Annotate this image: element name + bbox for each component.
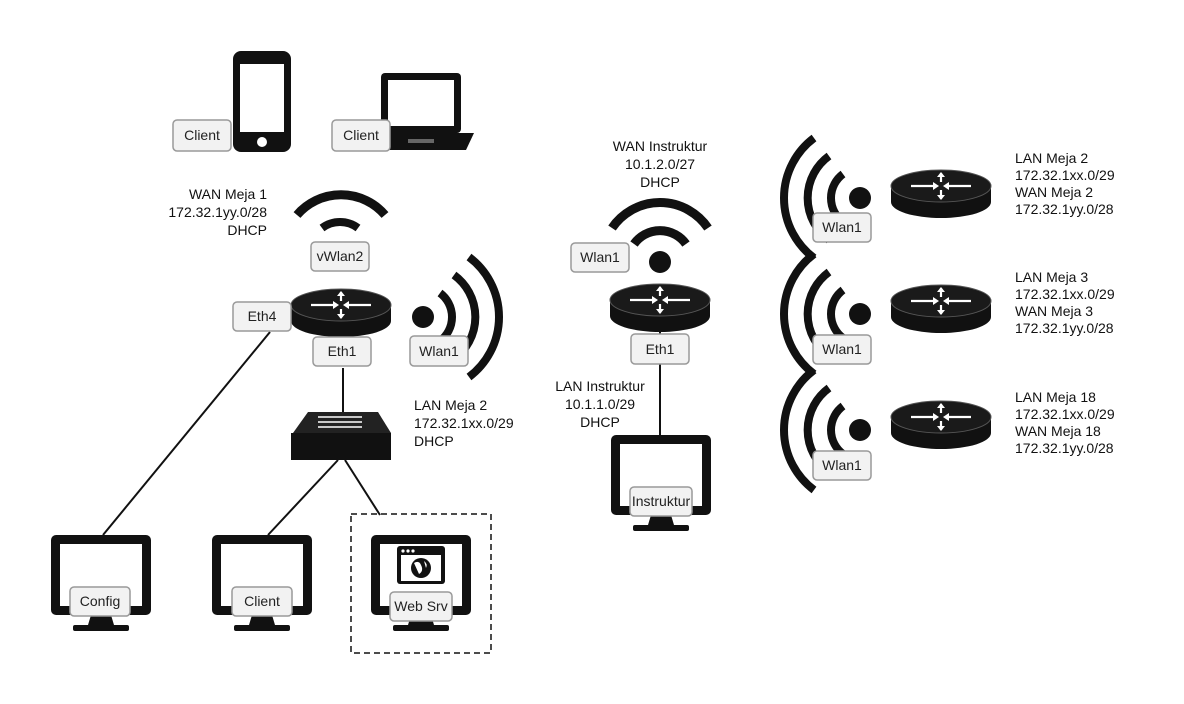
wifi-icon: [293, 190, 389, 232]
instr-eth1-tag: Eth1: [630, 333, 690, 365]
meja-text-line: 172.32.1yy.0/28: [1015, 201, 1114, 217]
config-pc-tag: Config: [69, 586, 131, 617]
meja-wlan1-tag: Wlan1: [812, 212, 872, 243]
instr-pc-label: Instruktur: [632, 493, 691, 509]
instr-wlan1-label: Wlan1: [580, 249, 620, 265]
wan-instruktur-text: WAN Instruktur 10.1.2.0/27 DHCP: [613, 138, 708, 190]
eth1-tag: Eth1: [312, 336, 372, 367]
wan-instruktur-line2: 10.1.2.0/27: [625, 156, 695, 172]
wlan1-tag: Wlan1: [409, 335, 469, 367]
lan-instruktur-line2: 10.1.1.0/29: [565, 396, 635, 412]
lan-meja2-line1: LAN Meja 2: [414, 397, 487, 413]
lan-instruktur-line3: DHCP: [580, 414, 620, 430]
wan-instruktur-line3: DHCP: [640, 174, 680, 190]
config-pc-label: Config: [80, 593, 120, 609]
phone-client-tag: Client: [172, 119, 232, 152]
eth1-label: Eth1: [328, 343, 357, 359]
laptop-client-label: Client: [343, 127, 379, 143]
meja-wlan1-tag: Wlan1: [812, 334, 872, 365]
lan-meja2-line2: 172.32.1xx.0/29: [414, 415, 514, 431]
router-icon: [889, 168, 993, 220]
meja-row-3: Wlan1 LAN Meja 18 172.32.1xx.0/29 WAN Me…: [784, 370, 1115, 490]
meja-text-line: 172.32.1yy.0/28: [1015, 440, 1114, 456]
meja-text-line: LAN Meja 3: [1015, 269, 1088, 285]
meja-text-line: WAN Meja 2: [1015, 184, 1093, 200]
meja-row-2: Wlan1 LAN Meja 3 172.32.1xx.0/29 WAN Mej…: [784, 254, 1115, 374]
globe-icon: [397, 546, 445, 584]
meja-text-line: LAN Meja 18: [1015, 389, 1096, 405]
lan-instruktur-line1: LAN Instruktur: [555, 378, 645, 394]
link-switch-client: [267, 459, 339, 536]
phone-icon: [233, 51, 291, 152]
router-icon: [608, 282, 712, 334]
websrv-pc-label: Web Srv: [394, 598, 447, 614]
router-icon: [289, 287, 393, 339]
eth4-tag: Eth4: [232, 301, 292, 332]
meja-wlan1-label: Wlan1: [822, 457, 862, 473]
wan-meja1-line2: 172.32.1yy.0/28: [168, 204, 267, 220]
meja-text-line: WAN Meja 3: [1015, 303, 1093, 319]
vwlan2-label: vWlan2: [317, 248, 364, 264]
websrv-dashed-box: [350, 513, 492, 654]
meja-text-line: 172.32.1yy.0/28: [1015, 320, 1114, 336]
instr-eth1-label: Eth1: [646, 341, 675, 357]
link-eth4-config: [102, 331, 271, 536]
wan-instruktur-line1: WAN Instruktur: [613, 138, 708, 154]
instr-pc-tag: Instruktur: [629, 486, 693, 517]
meja-text-line: 172.32.1xx.0/29: [1015, 286, 1115, 302]
lan-instruktur-text: LAN Instruktur 10.1.1.0/29 DHCP: [555, 378, 645, 430]
meja-wlan1-tag: Wlan1: [812, 450, 872, 481]
lan-meja2-text: LAN Meja 2 172.32.1xx.0/29 DHCP: [414, 397, 514, 449]
websrv-pc-tag: Web Srv: [389, 591, 453, 622]
wlan1-label: Wlan1: [419, 343, 459, 359]
wan-meja1-text: WAN Meja 1 172.32.1yy.0/28 DHCP: [168, 186, 267, 238]
router-icon: [889, 283, 993, 335]
meja-text-line: WAN Meja 18: [1015, 423, 1101, 439]
vwlan2-tag: vWlan2: [310, 241, 370, 272]
laptop-client-tag: Client: [331, 119, 391, 152]
meja-text-line: 172.32.1xx.0/29: [1015, 167, 1115, 183]
wan-meja1-line1: WAN Meja 1: [189, 186, 267, 202]
meja-wlan1-label: Wlan1: [822, 341, 862, 357]
meja-wlan1-label: Wlan1: [822, 219, 862, 235]
client-pc-label: Client: [244, 593, 280, 609]
switch-icon: [291, 412, 391, 460]
instr-wlan1-tag: Wlan1: [570, 242, 630, 273]
eth4-label: Eth4: [248, 308, 277, 324]
client-pc-tag: Client: [231, 586, 293, 617]
phone-client-label: Client: [184, 127, 220, 143]
meja-row-1: Wlan1 LAN Meja 2 172.32.1xx.0/29 WAN Mej…: [784, 138, 1115, 258]
router-icon: [889, 399, 993, 451]
meja-text-line: LAN Meja 2: [1015, 150, 1088, 166]
link-switch-websrv: [344, 459, 381, 516]
lan-meja2-line3: DHCP: [414, 433, 454, 449]
meja-text-line: 172.32.1xx.0/29: [1015, 406, 1115, 422]
wan-meja1-line3: DHCP: [227, 222, 267, 238]
laptop-icon: [368, 73, 474, 150]
